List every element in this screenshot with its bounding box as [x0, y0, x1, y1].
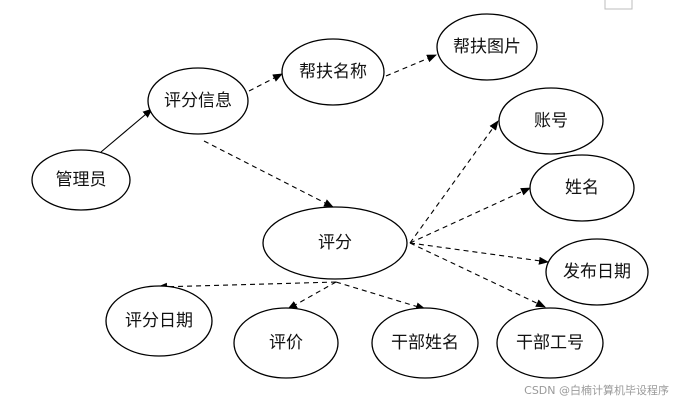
edge-admin-to-rating-info	[100, 108, 153, 153]
node-label-admin: 管理员	[56, 170, 107, 190]
node-label-cadre-id: 干部工号	[516, 333, 584, 353]
node-publish-date: 发布日期	[545, 238, 649, 306]
node-rating-info: 评分信息	[147, 67, 249, 135]
node-help-name: 帮扶名称	[281, 38, 385, 106]
edge-rating-info-to-rating	[203, 140, 334, 208]
node-label-rating-info: 评分信息	[164, 91, 232, 111]
edge-rating-to-account	[409, 120, 499, 244]
edges	[100, 54, 549, 311]
node-label-name: 姓名	[565, 178, 599, 198]
node-account: 账号	[498, 87, 604, 155]
node-help-image: 帮扶图片	[436, 13, 538, 81]
node-label-help-image: 帮扶图片	[453, 37, 521, 57]
node-evaluation: 评价	[233, 307, 339, 379]
edge-rating-to-cadre-name	[335, 281, 426, 311]
node-cadre-name: 干部姓名	[371, 307, 479, 379]
node-label-publish-date: 发布日期	[563, 262, 631, 282]
edge-rating-to-evaluation	[287, 281, 337, 310]
node-admin: 管理员	[31, 149, 131, 211]
node-label-evaluation: 评价	[269, 333, 303, 353]
edge-rating-to-rating-date	[157, 281, 337, 291]
node-cadre-id: 干部工号	[496, 307, 604, 379]
node-label-rating-date: 评分日期	[125, 311, 193, 331]
node-name: 姓名	[529, 154, 635, 222]
edge-rating-info-to-help-name	[248, 73, 283, 92]
edge-rating-to-name	[409, 187, 531, 244]
node-label-rating: 评分	[318, 233, 352, 253]
node-rating-date: 评分日期	[105, 285, 213, 357]
node-label-account: 账号	[534, 111, 568, 131]
node-label-cadre-name: 干部姓名	[391, 333, 459, 353]
edge-help-name-to-help-image	[385, 54, 437, 77]
watermark: CSDN @白楠计算机毕设程序	[524, 384, 669, 397]
corner-mark	[604, 0, 633, 10]
edge-rating-to-cadre-id	[409, 242, 546, 308]
node-label-help-name: 帮扶名称	[299, 62, 367, 82]
node-rating: 评分	[262, 206, 408, 280]
